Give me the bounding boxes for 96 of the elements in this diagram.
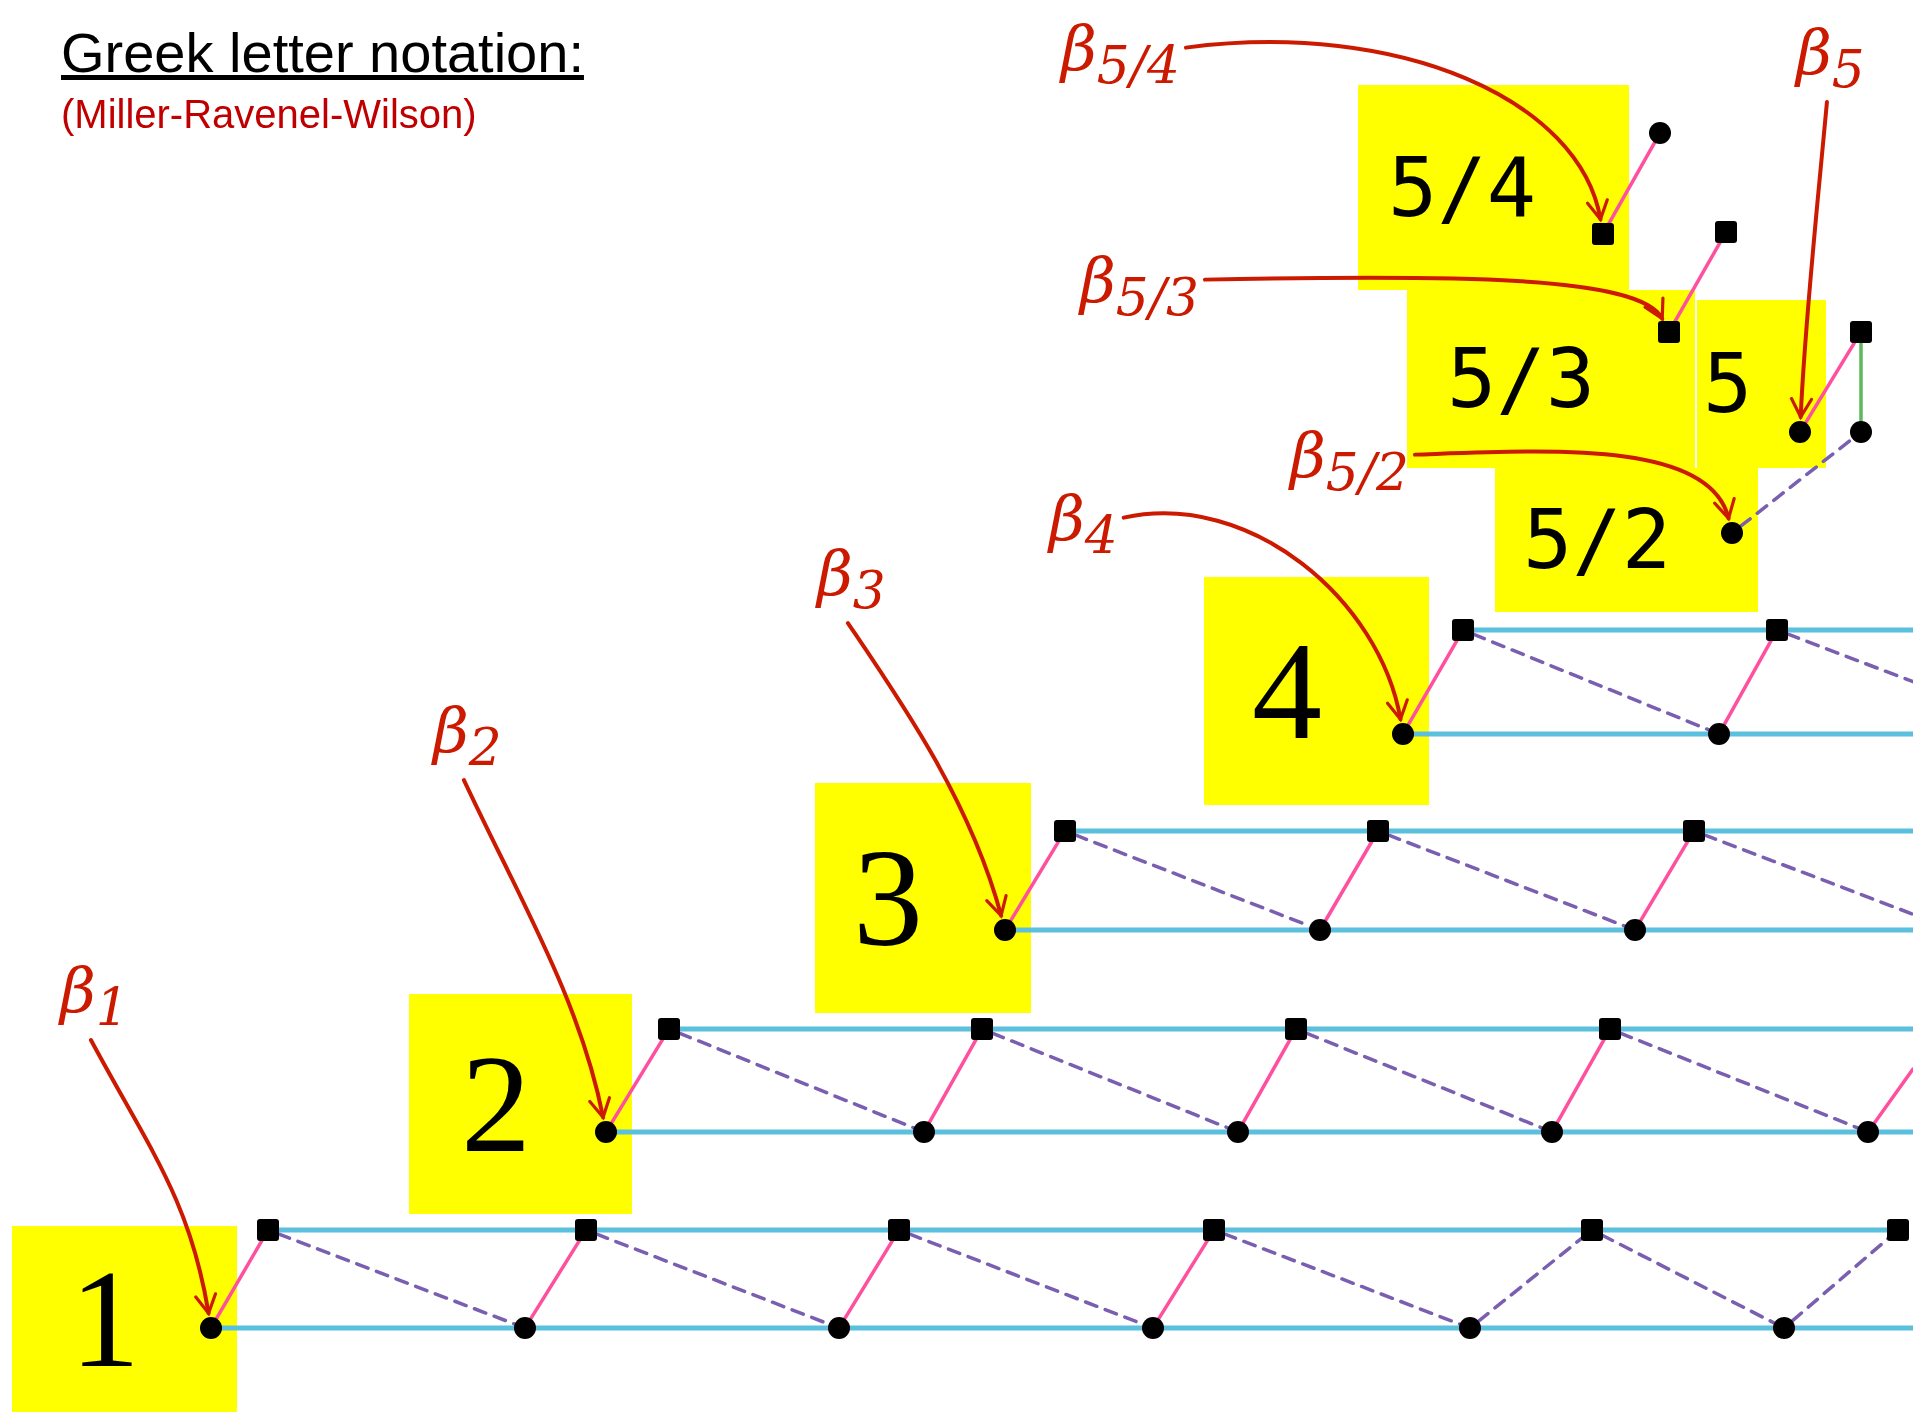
dot	[1789, 421, 1811, 443]
chart-line	[1222, 1227, 1584, 1233]
dot	[1142, 1317, 1164, 1339]
dot	[1541, 1121, 1563, 1143]
dot	[994, 919, 1016, 941]
chart-line	[219, 1325, 517, 1331]
row-label: 4	[1252, 621, 1322, 761]
chart-line	[1618, 1026, 1913, 1032]
row-label: 1	[70, 1249, 140, 1389]
dashed-line	[1618, 1031, 1860, 1130]
annotation: β$_{4}$	[1049, 488, 1118, 563]
annotation: β$_{5/3}$	[1080, 250, 1199, 325]
dashed-line	[1702, 833, 1913, 916]
dot	[1649, 122, 1671, 144]
dot	[913, 1121, 935, 1143]
dashed-line	[276, 1232, 517, 1326]
dot	[595, 1121, 617, 1143]
chart-line	[614, 1129, 916, 1135]
dot	[1459, 1317, 1481, 1339]
dashed-line	[1785, 632, 1913, 684]
row-label: 3	[853, 828, 923, 968]
chart-line	[677, 1026, 974, 1032]
chart-line	[1471, 627, 1769, 633]
row-label: 5/4	[1388, 146, 1537, 229]
chart-line	[1328, 927, 1627, 933]
dot	[1227, 1121, 1249, 1143]
leader-arrow	[1790, 100, 1829, 419]
annotation: β$_{5/4}$	[1061, 18, 1180, 93]
dashed-line	[1222, 1232, 1462, 1326]
chart-line	[1411, 731, 1711, 737]
highlight-box	[1204, 577, 1429, 805]
chart-line	[1872, 1067, 1913, 1125]
chart-line	[1727, 731, 1913, 737]
chart-line	[594, 1227, 891, 1233]
dot	[1708, 723, 1730, 745]
row-label: 5/3	[1447, 338, 1596, 420]
dashed-line	[1471, 632, 1711, 732]
highlight-box	[1697, 300, 1826, 468]
highlight-box	[409, 994, 632, 1214]
chart-line	[1876, 1129, 1913, 1135]
chart-line	[847, 1325, 1145, 1331]
chart-line	[1246, 1129, 1544, 1135]
chart-line	[276, 1227, 578, 1233]
leader-arrow	[88, 1038, 217, 1316]
dot	[1309, 919, 1331, 941]
annotation: β$_{5/2}$	[1290, 425, 1409, 500]
chart-line	[1560, 1129, 1860, 1135]
leader-arrow	[1121, 511, 1408, 722]
dot	[200, 1317, 222, 1339]
chart-line	[1161, 1325, 1462, 1331]
highlight-box	[1358, 85, 1629, 290]
dot	[1721, 522, 1743, 544]
dashed-line	[990, 1031, 1230, 1130]
dot	[1392, 723, 1414, 745]
leader-arrow	[1203, 275, 1665, 321]
leader-arrow	[845, 621, 1008, 918]
chart-line	[1600, 1227, 1890, 1233]
highlight-box	[815, 783, 1031, 1013]
chart-line	[1792, 1325, 1913, 1331]
dot	[1624, 919, 1646, 941]
chart-line	[1304, 1026, 1602, 1032]
row-label: 2	[461, 1034, 531, 1174]
dashed-line	[1600, 1233, 1776, 1325]
leader-arrow	[461, 778, 611, 1120]
chart-line	[1702, 828, 1913, 834]
row-label: 5/2	[1523, 499, 1672, 581]
dashed-line	[1386, 833, 1627, 928]
annotation: β$_{3}$	[817, 543, 886, 618]
chart-line	[1859, 341, 1863, 423]
chart-line	[1643, 927, 1913, 933]
chart-line	[932, 1129, 1230, 1135]
chart-line	[1478, 1325, 1776, 1331]
row-label: 5	[1703, 343, 1753, 425]
title: Greek letter notation:	[61, 22, 584, 84]
chart-line	[1013, 927, 1312, 933]
dot	[1850, 421, 1872, 443]
chart-line	[1785, 627, 1913, 633]
subtitle: (Miller-Ravenel-Wilson)	[61, 92, 477, 137]
leader-arrow	[1184, 40, 1607, 222]
highlight-box	[1495, 468, 1758, 612]
annotation: β$_{1}$	[60, 960, 129, 1035]
dot	[828, 1317, 850, 1339]
chart-line	[1073, 828, 1370, 834]
dashed-line	[677, 1031, 916, 1130]
annotation: β$_{5}$	[1796, 22, 1865, 97]
highlight-box	[12, 1226, 237, 1412]
dot	[1773, 1317, 1795, 1339]
dot	[1857, 1121, 1879, 1143]
annotation: β$_{2}$	[433, 700, 502, 775]
chart-line	[907, 1227, 1206, 1233]
dashed-line	[1304, 1031, 1544, 1130]
chart-line	[533, 1325, 831, 1331]
dot	[514, 1317, 536, 1339]
leader-arrow	[1413, 449, 1733, 521]
chart-line	[990, 1026, 1288, 1032]
chart-line	[1386, 828, 1686, 834]
